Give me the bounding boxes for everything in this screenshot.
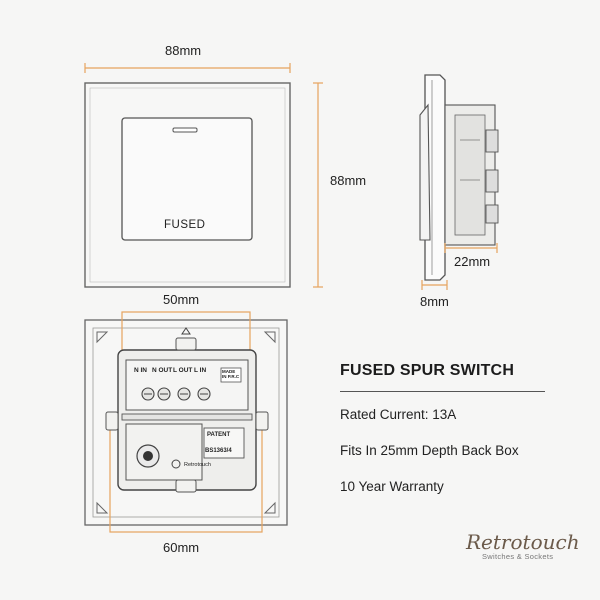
spec-item-back-box: Fits In 25mm Depth Back Box [340, 443, 519, 458]
spec-panel: FUSED SPUR SWITCH Rated Current: 13A Fit… [340, 362, 560, 494]
side-depth-label: 22mm [454, 254, 491, 269]
back-outer-label: 60mm [163, 540, 200, 555]
back-brand-label: Retrotouch [184, 462, 211, 468]
brand-logo: Retrotouch Switches & Sockets [466, 530, 580, 561]
side-plate-label: 8mm [420, 294, 449, 309]
terminal-label-l-in: L IN [194, 367, 207, 374]
terminal-label-n-in: N IN [134, 367, 147, 374]
front-width-label: 88mm [165, 43, 202, 58]
front-height-label: 88mm [330, 173, 367, 188]
back-inner-label: 50mm [163, 292, 200, 307]
spec-item-warranty: 10 Year Warranty [340, 479, 444, 494]
brand-tagline: Switches & Sockets [482, 552, 554, 561]
spec-title: FUSED SPUR SWITCH [340, 362, 515, 379]
brand-name: Retrotouch [466, 530, 580, 554]
made-in-label: MADE IN P.R.C [222, 369, 240, 379]
terminal-label-n-out: N OUT [152, 367, 173, 374]
patent-label: PATENT [207, 432, 231, 438]
switch-fused-label: FUSED [164, 219, 206, 231]
standard-label: BS1363/4 [205, 448, 232, 454]
spec-divider [340, 391, 545, 392]
spec-item-rated-current: Rated Current: 13A [340, 407, 457, 422]
terminal-label-l-out: L OUT [173, 367, 193, 374]
